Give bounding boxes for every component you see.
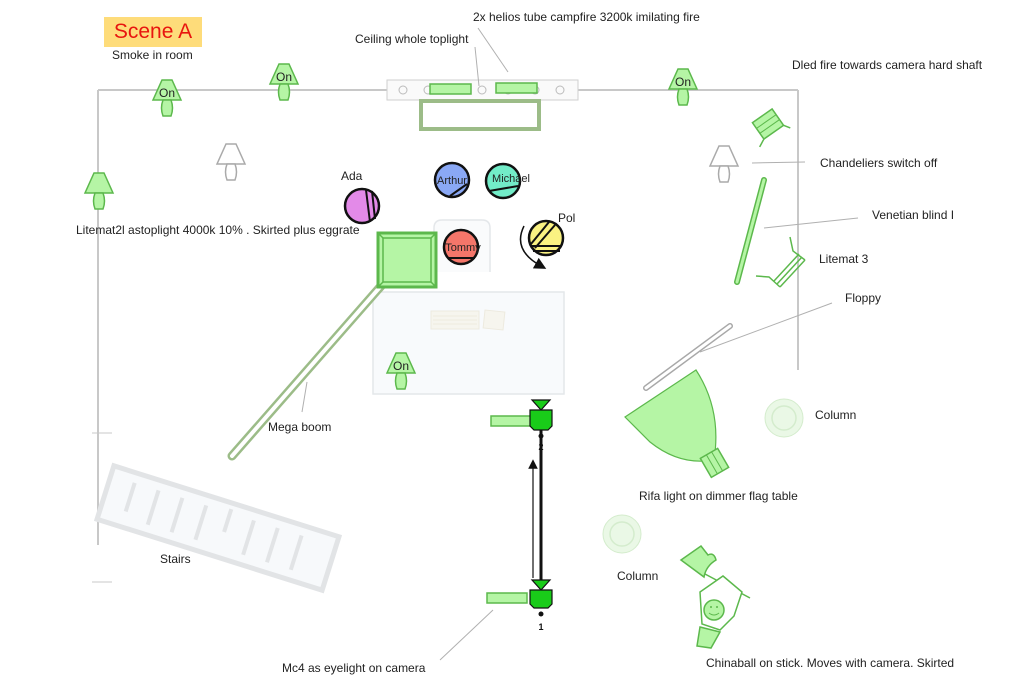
lamp-shade [667,68,699,90]
actor-tommy[interactable]: Tommy [442,228,481,266]
note-rifa: Rifa light on dimmer flag table [639,489,798,503]
lamp-base [92,192,106,210]
table-props [430,309,506,331]
actor-ada[interactable] [343,187,381,225]
actor-michael[interactable]: Michael [484,162,530,200]
camera-2[interactable]: 2 [490,399,553,452]
column-right[interactable] [764,398,804,438]
camera-2-id: 2 [538,442,543,452]
note-mega-boom: Mega boom [268,420,332,434]
note-column-lower: Column [617,569,659,583]
note-chinaball: Chinaball on stick. Moves with camera. S… [706,656,955,670]
actor-arthur-label: Arthur [437,175,467,187]
lamp-shade [708,145,740,167]
note-ceiling-toplight: Ceiling whole toplight [355,32,469,46]
lamp-state-label: On [159,86,175,100]
litemat3-light[interactable] [755,236,806,288]
ceiling-toplight[interactable] [419,99,541,131]
leader-lines [301,27,859,661]
actor-pol[interactable] [519,219,565,269]
note-column-right: Column [815,408,857,422]
chandelier-left-icon[interactable] [215,143,247,181]
note-litemat2l: Litemat2l astoplight 4000k 10% . Skirted… [76,223,360,237]
note-dled-fire: Dled fire towards camera hard shaft [792,58,983,72]
lamp-base [277,83,291,101]
camera-1-id: 1 [538,622,543,632]
lamp-base [717,165,731,183]
actor-ada-label: Ada [341,169,363,183]
lamp-shade [268,63,300,85]
note-smoke: Smoke in room [112,48,193,62]
ceiling-rail [386,79,579,101]
helios-tube-2[interactable] [495,82,538,94]
mc4-eyelight-2[interactable] [490,415,532,427]
lamp-left-wall-icon[interactable] [83,172,115,210]
floppy-flag[interactable] [643,323,733,391]
actor-tommy-label: Tommy [445,242,481,254]
helios-tube-1[interactable] [429,83,472,95]
lamp-top-mid-icon[interactable]: On [268,63,300,101]
pol-movement-arrow [519,225,547,269]
stairs[interactable] [93,462,343,594]
lamp-base [224,163,238,181]
dled-fire-light[interactable] [746,107,791,149]
lamp-state-label: On [393,359,409,373]
scene-title: Scene A [104,17,202,47]
note-litemat3: Litemat 3 [819,252,869,266]
lamp-shade [151,79,183,101]
lamp-shade [83,172,115,194]
lamp-base [676,88,690,106]
note-helios: 2x helios tube campfire 3200k imilating … [473,10,700,24]
mc4-eyelight-1[interactable] [486,592,528,604]
note-chandeliers: Chandeliers switch off [820,156,938,170]
chandelier-right-icon[interactable] [708,145,740,183]
note-floppy: Floppy [845,291,882,305]
column-lower[interactable] [602,514,642,554]
actor-michael-label: Michael [492,173,530,185]
lamp-base [160,99,174,117]
lamp-state-label: On [276,70,292,84]
lamp-table-icon[interactable]: On [385,352,417,390]
mega-boom[interactable] [227,273,393,461]
dolly-track[interactable] [528,428,543,584]
lamp-top-right-icon[interactable]: On [667,68,699,106]
lamp-shade [215,143,247,165]
note-venetian-blind: Venetian blind I [872,208,955,222]
lamp-shade [385,352,417,374]
lamp-state-label: On [675,75,691,89]
chinaball-light[interactable] [679,544,751,649]
lamp-base [394,372,408,390]
litemat2l-light[interactable] [376,231,438,289]
note-mc4: Mc4 as eyelight on camera [282,661,426,675]
camera-1[interactable]: 1 [486,579,553,632]
actor-pol-label: Pol [558,211,576,225]
actor-arthur[interactable]: Arthur [433,161,471,199]
rifa-light[interactable] [624,369,730,479]
note-stairs: Stairs [160,552,191,566]
lamp-top-left-icon[interactable]: On [151,79,183,117]
